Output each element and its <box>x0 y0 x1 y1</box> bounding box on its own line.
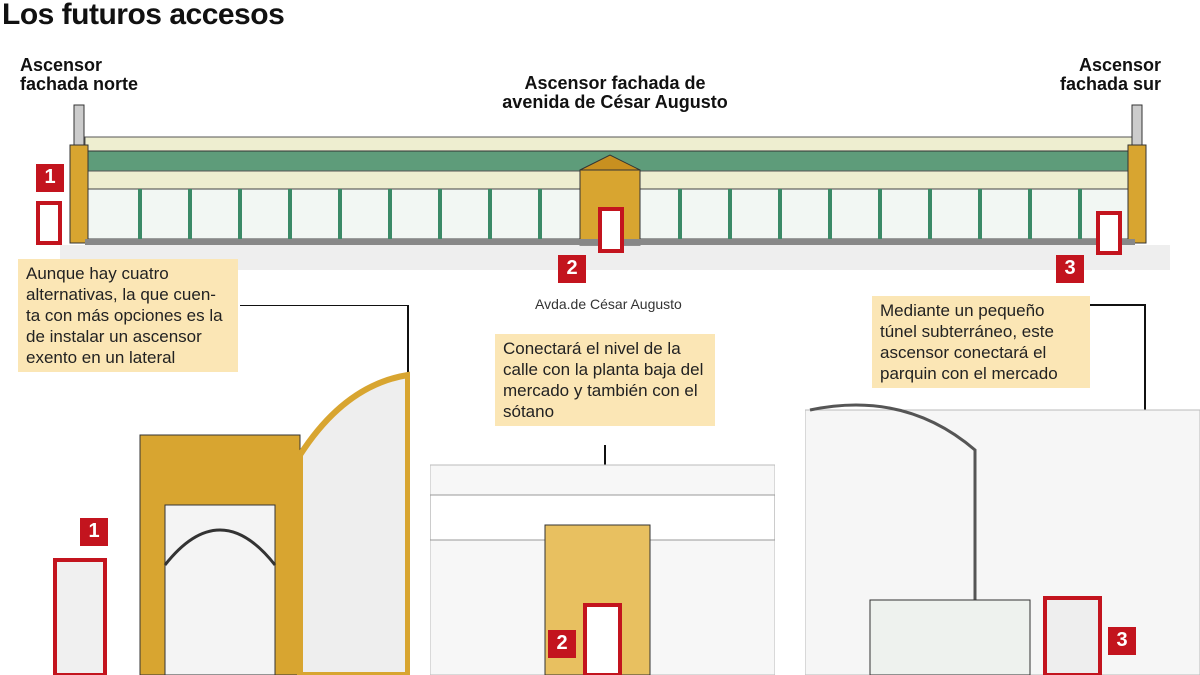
elevator-3-marker <box>1096 211 1122 255</box>
street-label: Avda.de César Augusto <box>535 296 682 312</box>
detail-south-drawing <box>805 304 1200 675</box>
note-center: Conectará el nivel de la calle con la pl… <box>495 334 715 426</box>
detail-marker-3: 3 <box>1108 627 1136 655</box>
detail-north-drawing <box>53 305 410 675</box>
detail-marker-2: 2 <box>548 630 576 658</box>
label-center: Ascensor fachada de avenida de César Aug… <box>502 73 728 112</box>
page-title: Los futuros accesos <box>2 0 285 31</box>
detail-center-drawing <box>430 445 775 675</box>
marker-1: 1 <box>36 164 64 192</box>
marker-2: 2 <box>558 255 586 283</box>
elevator-1-marker <box>36 201 62 245</box>
label-north: Ascensor fachada norte <box>20 55 139 94</box>
detail-marker-1: 1 <box>80 518 108 546</box>
marker-3: 3 <box>1056 255 1084 283</box>
note-south: Mediante un pequeño túnel subterráneo, e… <box>872 296 1090 388</box>
label-south: Ascensor fachada sur <box>1060 55 1162 94</box>
note-north: Aunque hay cuatro alternativas, la que c… <box>18 259 238 372</box>
elevator-2-marker <box>598 207 624 253</box>
